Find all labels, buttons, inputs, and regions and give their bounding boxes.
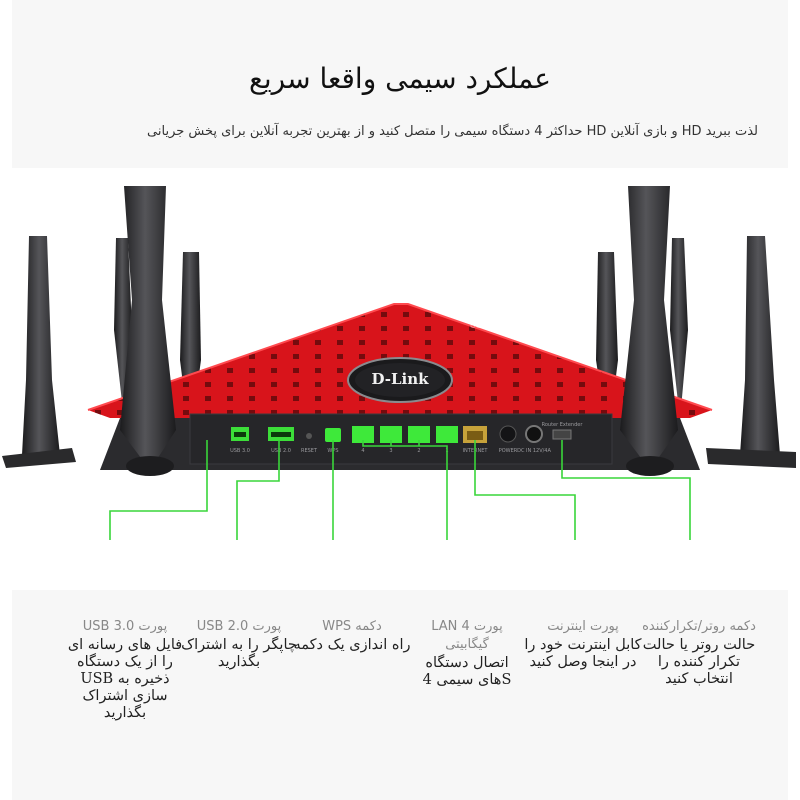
callout-usb3: پورت USB 3.0 فایل های رسانه ای را از یک …: [66, 618, 184, 722]
header-band: [12, 0, 788, 168]
callout-line-usb2: [236, 440, 280, 540]
internet-port: [463, 426, 487, 443]
ghost-text-left: ds of connected: [205, 319, 283, 331]
port-label-lan2: 2: [417, 448, 420, 454]
callout-line-usb3: [109, 440, 208, 540]
callout-line-lan: [362, 440, 448, 540]
callout-extender-desc: حالت روتر یا حالت تکرار کننده را انتخاب …: [642, 637, 756, 687]
callout-lan: پورت LAN 4 گیگابیتی اتصال دستگاه Sهای سی…: [408, 618, 526, 689]
dc-in-jack: [525, 425, 543, 443]
power-button: [499, 425, 517, 443]
antenna-back-left: [2, 236, 76, 468]
callout-band: [12, 590, 788, 800]
callout-wps: دکمه WPS راه اندازی یک دکمه: [293, 618, 411, 654]
callout-internet-desc: کابل اینترنت خود را در اینجا وصل کنید: [524, 637, 642, 670]
antenna-front-right: [620, 186, 678, 476]
callout-usb2: پورت USB 2.0 چاپگر را به اشتراک بگذارید: [180, 618, 298, 671]
port-label-extender: Router Extender: [542, 422, 584, 428]
lan-port-1: [436, 426, 458, 443]
ghost-text-right: core of the stuff: [470, 319, 547, 331]
port-label-lan3: 3: [389, 448, 392, 454]
brand-logo-text: D-Link: [371, 370, 429, 388]
lan-ports: [352, 426, 458, 443]
port-usb3: [231, 427, 249, 441]
callout-wps-desc: راه اندازی یک دکمه: [293, 637, 411, 653]
callout-line-internet: [474, 440, 576, 540]
callout-usb2-title: پورت USB 2.0: [196, 619, 282, 634]
callout-wps-title: دکمه WPS: [322, 619, 382, 634]
callout-usb3-desc: فایل های رسانه ای را از یک دستگاه ذخیره …: [67, 637, 183, 721]
page-headline: عملکرد سیمی واقعا سریع: [248, 62, 551, 95]
antenna-front-left: [120, 186, 176, 476]
port-label-usb2: USB 2.0: [271, 448, 291, 454]
wps-button: [325, 428, 341, 442]
router-illustration: ds of connected core of the stuff D-Link: [2, 186, 796, 540]
callout-line-extender: [561, 440, 691, 540]
callout-lan-desc: اتصال دستگاه Sهای سیمی 4: [422, 655, 512, 688]
callout-lan-title: پورت LAN 4 گیگابیتی: [431, 619, 503, 652]
port-label-dcin: DC IN 12V/4A: [517, 448, 551, 454]
lan-port-4: [352, 426, 374, 443]
callout-extender-title: دکمه روتر/تکرارکننده: [642, 619, 756, 634]
callout-usb2-desc: چاپگر را به اشتراک بگذارید: [181, 637, 297, 670]
reset-button: [306, 433, 312, 439]
callout-internet-title: پورت اینترنت: [547, 619, 619, 634]
callout-internet: پورت اینترنت کابل اینترنت خود را در اینج…: [524, 618, 642, 671]
page-subheadline: لذت ببرید HD و بازی آنلاین HD حداکثر 4 د…: [147, 124, 758, 139]
callout-lines: [109, 440, 691, 540]
port-usb2: [268, 427, 294, 441]
port-label-lan4: 4: [361, 448, 364, 454]
antenna-small-right: [670, 238, 688, 420]
router-extender-switch: [552, 429, 572, 440]
dlink-logo-badge: D-Link: [347, 357, 453, 403]
lan-port-3: [380, 426, 402, 443]
port-label-usb3: USB 3.0: [230, 448, 250, 454]
antenna-back-right: [706, 236, 796, 468]
callout-extender: دکمه روتر/تکرارکننده حالت روتر یا حالت ت…: [640, 618, 758, 688]
lan-port-2: [408, 426, 430, 443]
callout-usb3-title: پورت USB 3.0: [82, 619, 168, 634]
port-label-power: POWER: [499, 448, 518, 454]
port-label-reset: RESET: [301, 448, 318, 454]
